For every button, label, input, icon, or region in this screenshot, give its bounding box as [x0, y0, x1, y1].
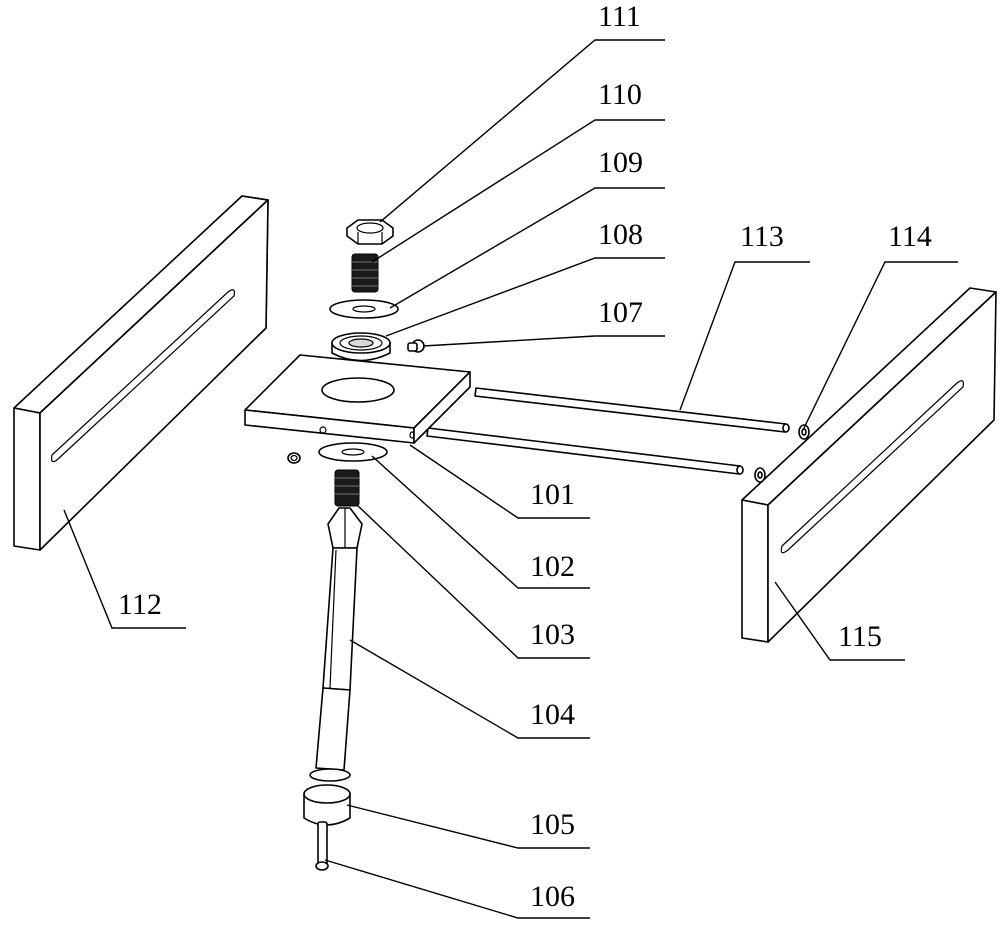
- leader-114: [802, 261, 958, 431]
- leader-110: [371, 119, 665, 263]
- spring-103: [334, 469, 360, 507]
- right-slotted-plate-115: [741, 287, 997, 643]
- leader-113: [679, 261, 810, 411]
- callout-labels: 111 110 109 108 107 113 114 101 102 103 …: [118, 0, 932, 913]
- label-104: 104: [530, 698, 575, 731]
- leader-105: [346, 804, 590, 849]
- leader-101: [409, 444, 590, 519]
- leader-109: [389, 187, 665, 309]
- leader-104: [349, 639, 590, 739]
- side-screw: [287, 452, 301, 464]
- leader-111: [379, 39, 665, 223]
- leader-108: [385, 257, 665, 337]
- label-105: 105: [530, 808, 575, 841]
- label-110: 110: [598, 78, 642, 111]
- bolt-106: [315, 821, 329, 871]
- label-107: 107: [598, 296, 643, 329]
- shaft-ring: [309, 768, 351, 782]
- screw-107: [407, 339, 425, 353]
- leader-lines: [63, 39, 958, 919]
- label-101: 101: [530, 478, 575, 511]
- label-109: 109: [598, 146, 643, 179]
- collar-105: [303, 784, 351, 826]
- leader-115: [774, 581, 905, 661]
- bearing-108: [331, 332, 391, 362]
- spring-110: [351, 253, 379, 293]
- nut-111: [346, 219, 394, 245]
- label-115: 115: [838, 620, 882, 653]
- leader-107: [422, 335, 665, 347]
- label-106: 106: [530, 880, 575, 913]
- label-103: 103: [530, 618, 575, 651]
- label-114: 114: [888, 220, 932, 253]
- leader-106: [324, 859, 590, 919]
- leader-102: [371, 455, 590, 589]
- washer-109: [329, 299, 399, 319]
- leader-103: [356, 504, 590, 659]
- label-108: 108: [598, 218, 643, 251]
- washer-102: [318, 442, 388, 462]
- label-102: 102: [530, 550, 575, 583]
- rings-114: [754, 424, 810, 483]
- guide-rods-113: [426, 387, 790, 475]
- leader-112: [63, 509, 186, 629]
- shaft-104: [315, 507, 363, 771]
- label-111: 111: [598, 0, 641, 33]
- label-113: 113: [740, 220, 784, 253]
- base-plate-101: [244, 354, 471, 444]
- label-112: 112: [118, 588, 162, 621]
- left-slotted-plate-112: [13, 195, 269, 551]
